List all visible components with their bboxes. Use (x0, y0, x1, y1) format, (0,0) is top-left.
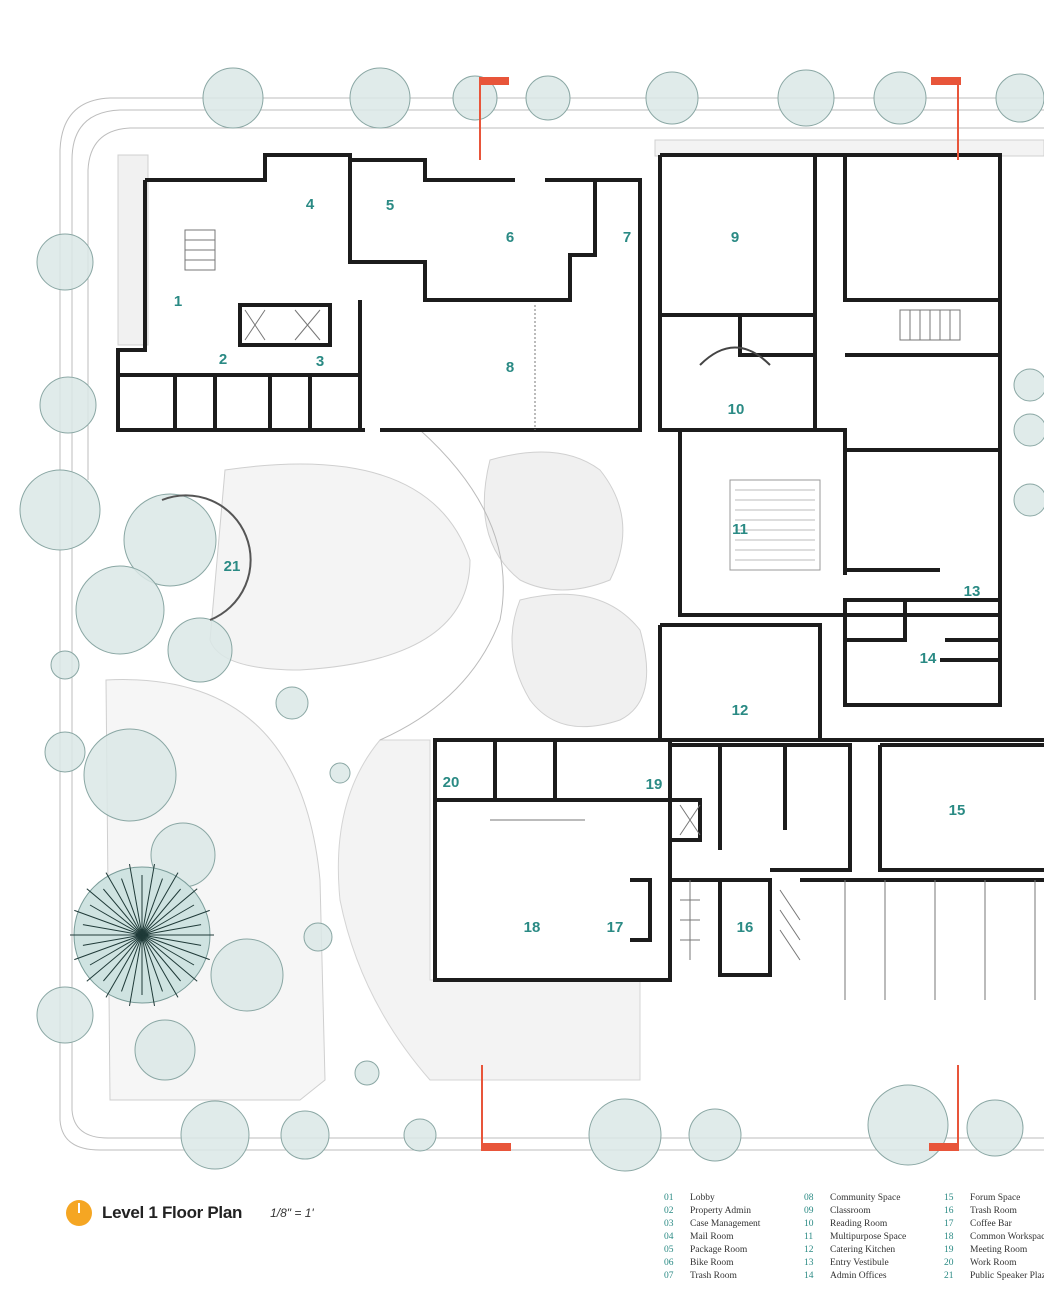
starburst-tree (70, 864, 214, 1006)
room-number-label: 20 (443, 774, 460, 791)
tree-icon (280, 1110, 330, 1160)
room-number-label: 5 (386, 197, 394, 214)
tree-icon (167, 617, 233, 683)
tree-icon (39, 376, 97, 434)
room-number-label: 18 (524, 919, 541, 936)
tree-icon (452, 75, 498, 121)
tree-icon (329, 762, 351, 784)
tree-icon (50, 650, 80, 680)
plan-title-block: Level 1 Floor Plan 1/8" = 1' (66, 1200, 314, 1226)
tree-icon (777, 69, 835, 127)
tree-icon (588, 1098, 662, 1172)
north-compass-icon (66, 1200, 92, 1226)
tree-icon (966, 1099, 1024, 1157)
room-number-label: 6 (506, 229, 514, 246)
room-number-label: 3 (316, 353, 324, 370)
tree-icon (525, 75, 571, 121)
tree-icon (995, 73, 1044, 123)
tree-icon (123, 493, 217, 587)
room-number-label: 4 (306, 196, 315, 213)
room-number-label: 16 (737, 919, 754, 936)
tree-icon (1013, 368, 1044, 402)
tree-icon (75, 565, 165, 655)
tree-icon (688, 1108, 742, 1162)
site-sidewalk (59, 97, 1044, 1151)
plan-scale: 1/8" = 1' (270, 1206, 314, 1220)
building-walls (116, 153, 1044, 982)
tree-icon (403, 1118, 437, 1152)
tree-icon (349, 67, 411, 129)
tree-icon (1013, 483, 1044, 517)
room-number-label: 11 (732, 521, 748, 538)
room-number-label: 1 (174, 293, 182, 310)
section-markers (479, 77, 961, 1151)
tree-icon (36, 233, 94, 291)
trees (19, 67, 1044, 1172)
room-number-label: 8 (506, 359, 514, 376)
tree-icon (210, 938, 284, 1012)
room-number-label: 19 (646, 776, 663, 793)
tree-icon (36, 986, 94, 1044)
tree-icon (19, 469, 101, 551)
room-number-label: 14 (920, 650, 937, 667)
interior-details (161, 229, 1036, 1000)
room-number-label: 9 (731, 229, 739, 246)
tree-icon (134, 1019, 196, 1081)
tree-icon (645, 71, 699, 125)
tree-icon (303, 922, 333, 952)
tree-icon (202, 67, 264, 129)
room-number-label: 17 (607, 919, 624, 936)
room-number-label: 10 (728, 401, 745, 418)
plan-title: Level 1 Floor Plan (102, 1203, 243, 1222)
tree-icon (354, 1060, 380, 1086)
tree-icon (83, 728, 177, 822)
room-number-label: 7 (623, 229, 631, 246)
tree-icon (275, 686, 309, 720)
room-number-label: 12 (732, 702, 749, 719)
tree-icon (180, 1100, 250, 1170)
room-number-label: 2 (219, 351, 227, 368)
tree-icon (44, 731, 86, 773)
room-number-label: 13 (964, 583, 981, 600)
room-number-label: 21 (224, 558, 241, 575)
tree-icon (1013, 413, 1044, 447)
room-number-label: 15 (949, 802, 966, 819)
tree-icon (867, 1084, 949, 1166)
tree-icon (873, 71, 927, 125)
